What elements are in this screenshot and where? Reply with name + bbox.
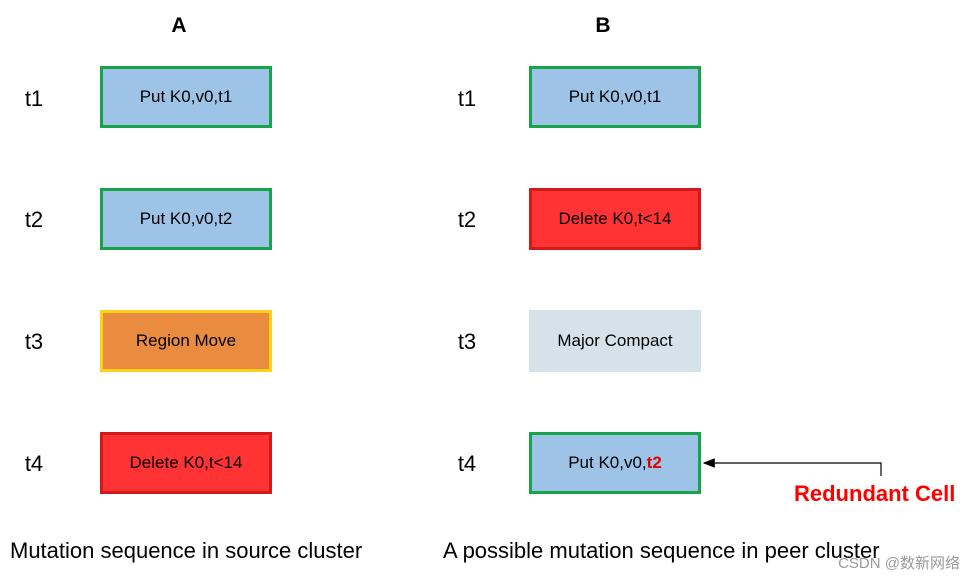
a-step-1-label: Put K0,v0,t1 (139, 87, 233, 106)
redundant-cell-annotation: Redundant Cell (794, 481, 956, 506)
b-step-1-label: Put K0,v0,t1 (568, 87, 662, 106)
b-step-4-label-highlight: t2 (646, 453, 662, 472)
column-b-header: B (595, 14, 611, 37)
b-step-2-label: Delete K0,t<14 (558, 209, 672, 228)
a-step-3-region-move: Region Move (100, 310, 272, 372)
time-label-a-t2: t2 (24, 207, 44, 232)
a-step-4-label: Delete K0,t<14 (129, 453, 243, 472)
watermark: CSDN @数新网络 (838, 555, 960, 572)
b-step-1-put: Put K0,v0,t1 (529, 66, 701, 128)
b-step-3-major-compact: Major Compact (529, 310, 701, 372)
a-step-1-put: Put K0,v0,t1 (100, 66, 272, 128)
a-step-2-put: Put K0,v0,t2 (100, 188, 272, 250)
time-label-b-t4: t4 (457, 451, 477, 476)
a-step-2-label: Put K0,v0,t2 (139, 209, 233, 228)
column-a-header: A (171, 14, 187, 37)
time-label-b-t1: t1 (457, 86, 477, 111)
caption-b: A possible mutation sequence in peer clu… (443, 538, 880, 563)
time-label-a-t3: t3 (24, 329, 44, 354)
a-step-3-label: Region Move (135, 331, 237, 350)
b-step-4-put: Put K0,v0,t2 (529, 432, 701, 494)
b-step-3-label: Major Compact (557, 331, 673, 350)
time-label-b-t3: t3 (457, 329, 477, 354)
b-step-2-delete: Delete K0,t<14 (529, 188, 701, 250)
time-label-a-t1: t1 (24, 86, 44, 111)
a-step-4-delete: Delete K0,t<14 (100, 432, 272, 494)
caption-a: Mutation sequence in source cluster (10, 538, 363, 563)
time-label-b-t2: t2 (457, 207, 477, 232)
b-step-4-label-prefix: Put K0,v0, (568, 453, 647, 472)
b-step-4-label: Put K0,v0,t2 (568, 453, 662, 473)
time-label-a-t4: t4 (24, 451, 44, 476)
